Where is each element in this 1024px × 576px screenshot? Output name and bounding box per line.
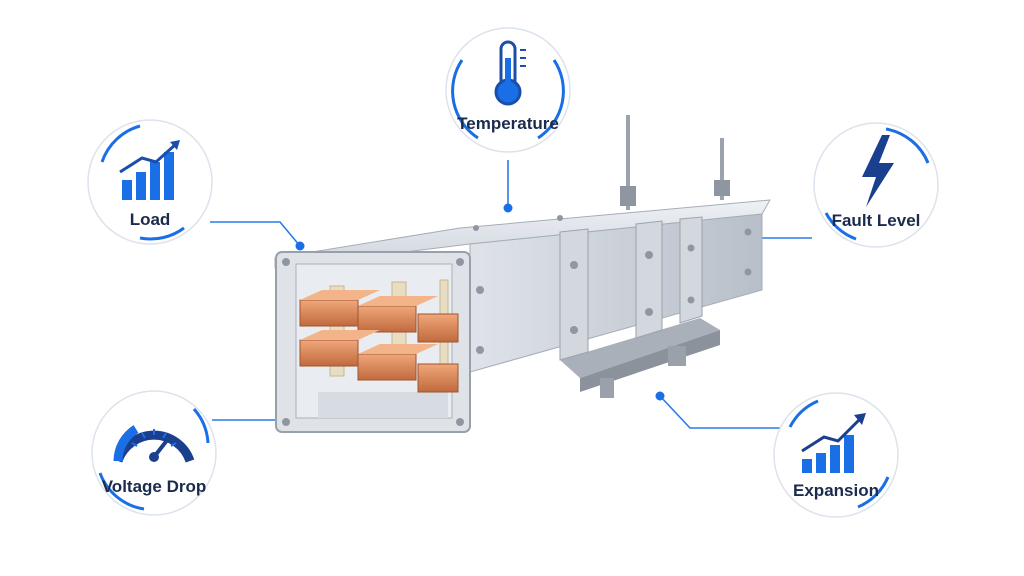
busbar (299, 299, 359, 327)
expansion-label: Expansion (793, 481, 879, 500)
lightning-bolt-icon (862, 135, 894, 207)
load-connector (210, 221, 301, 247)
voltage-drop-callout: Voltage Drop (84, 383, 224, 523)
load-callout: Load (80, 112, 220, 252)
duct-bottom-channel (318, 392, 448, 418)
load-label: Load (129, 210, 171, 229)
busbar (417, 363, 459, 393)
support-bracket (560, 318, 720, 398)
voltage-drop-label: Voltage Drop (101, 477, 207, 496)
hanger-rods (626, 115, 724, 210)
joint-bolts (473, 215, 752, 334)
joint-bands (559, 216, 703, 361)
bar-chart-rising-icon (119, 140, 180, 200)
expansion-callout: Expansion (766, 385, 906, 525)
fault-level-callout: Fault Level (806, 115, 946, 255)
frame-bolts (282, 258, 484, 426)
thermometer-icon (494, 40, 526, 106)
rod-nut (714, 180, 730, 196)
busbar (417, 313, 459, 343)
busbar-tops (300, 290, 438, 354)
fault-level-label: Fault Level (831, 211, 921, 230)
busbar (299, 339, 359, 367)
temperature-label: Temperature (457, 114, 559, 133)
bar-chart-rising-icon (801, 413, 866, 473)
rod-nut (620, 186, 636, 206)
busbar (357, 353, 417, 381)
expansion-connector (659, 395, 782, 429)
copper-busbars (299, 299, 459, 393)
gauge-icon (113, 425, 195, 463)
busbar (357, 305, 417, 333)
temperature-callout: Temperature (438, 20, 578, 160)
